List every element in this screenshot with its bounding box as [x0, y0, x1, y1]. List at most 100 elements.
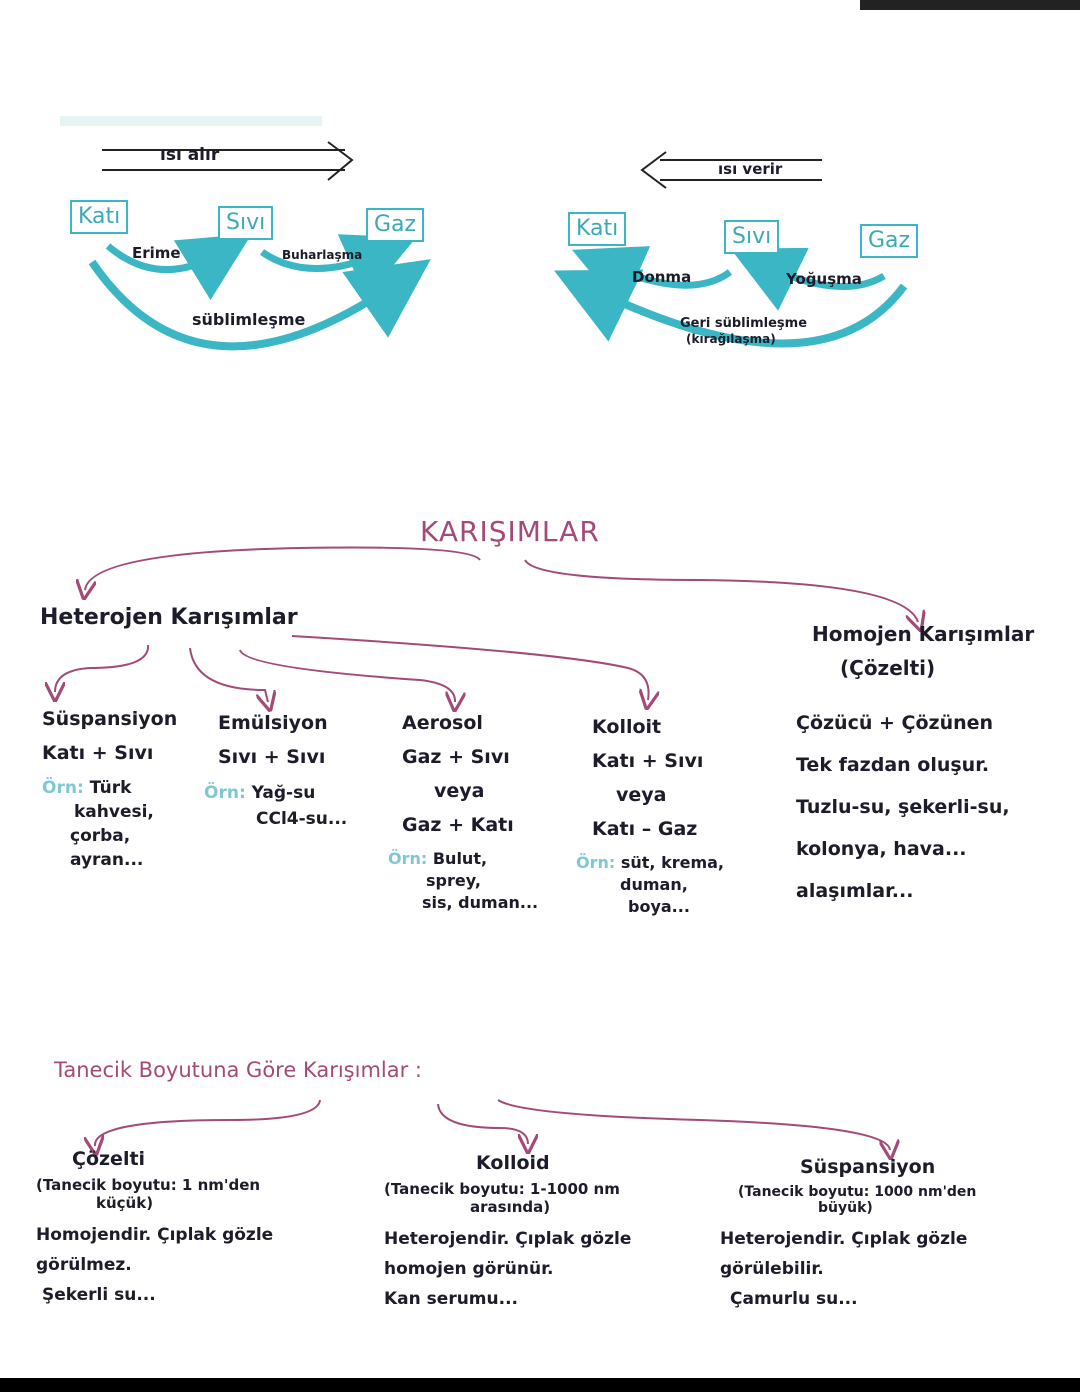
branch-suspension: [55, 644, 150, 692]
column-line: Katı – Gaz: [592, 818, 698, 840]
heat-release-label: ısı verir: [718, 160, 783, 178]
group-line: Heterojendir. Çıplak gözle: [720, 1229, 968, 1249]
example-item: duman,: [620, 875, 688, 894]
homogeneous-line: kolonya, hava...: [796, 838, 967, 860]
column-suspension: Süspansiyon Katı + Sıvı Örn: Türk kahves…: [42, 708, 177, 872]
group-line: homojen görünür.: [384, 1259, 554, 1279]
liquid-box-right: Sıvı: [724, 220, 780, 254]
particle-size-title-text: Tanecik Boyutuna Göre Karışımlar :: [54, 1058, 423, 1082]
column-line: veya: [434, 780, 485, 802]
melting-curve: [105, 233, 252, 301]
example-item: çorba,: [70, 826, 131, 846]
group-line: Şekerli su...: [42, 1285, 156, 1305]
example-label: Örn:: [204, 783, 246, 803]
column-title: Emülsiyon: [218, 712, 328, 734]
example-item: Bulut,: [432, 849, 488, 868]
mixtures-title: KARIŞIMLAR: [420, 515, 600, 548]
branch-to-heterogeneous: [85, 546, 481, 591]
solid-box-right: Katı: [568, 212, 627, 246]
liquid-box-left: Sıvı: [218, 206, 274, 240]
column-title: Kolloit: [592, 716, 662, 738]
column-title: Süspansiyon: [42, 708, 178, 730]
group-size: (Tanecik boyutu: 1-1000 nm: [384, 1180, 620, 1198]
branch-suspension-size: [497, 1099, 890, 1150]
condensation-curve: [730, 247, 886, 311]
column-line: Sıvı + Sıvı: [218, 746, 326, 768]
branch-solution: [95, 1099, 321, 1146]
boiling-label: Buharlaşma: [282, 248, 363, 262]
column-emulsion: Emülsiyon Sıvı + Sıvı Örn: Yağ-su CCl4-s…: [204, 712, 348, 832]
heat-release-arrow: [640, 151, 822, 189]
group-colloid: Kolloid (Tanecik boyutu: 1-1000 nm arası…: [384, 1152, 631, 1314]
example-item: sprey,: [426, 871, 481, 890]
group-title: Kolloid: [476, 1152, 550, 1174]
column-line: Katı + Sıvı: [42, 742, 154, 764]
column-aerosol: Aerosol Gaz + Sıvı veya Gaz + Katı Örn: …: [388, 712, 539, 914]
column-homogeneous: Çözücü + Çözünen Tek fazdan oluşur. Tuzl…: [796, 712, 1010, 914]
deposition-label: Geri süblimleşme: [680, 316, 808, 331]
example-label: Örn:: [576, 853, 616, 872]
gas-box-right: Gaz: [860, 224, 919, 258]
heat-absorb-arrow: [102, 141, 354, 181]
melting-label: Erime: [132, 244, 181, 262]
group-size-2: büyük): [818, 1200, 873, 1216]
group-size-2: küçük): [96, 1194, 154, 1212]
group-title: Çözelti: [72, 1148, 146, 1170]
column-line: Gaz + Katı: [402, 814, 514, 836]
sublimation-curve: [88, 259, 431, 351]
group-title: Süspansiyon: [800, 1156, 936, 1178]
column-title: Aerosol: [402, 712, 483, 734]
solid-box-left: Katı: [70, 200, 129, 234]
column-line: Gaz + Sıvı: [402, 746, 510, 768]
example-item: CCl4-su...: [256, 809, 348, 829]
deposition-alt-label: (kırağılaşma): [686, 332, 776, 346]
example-item: sis, duman...: [422, 893, 539, 912]
example-item: Türk: [89, 778, 132, 798]
freezing-label: Donma: [632, 268, 692, 286]
group-line: Homojendir. Çıplak gözle: [36, 1225, 274, 1245]
group-solution: Çözelti (Tanecik boyutu: 1 nm'den küçük)…: [36, 1148, 273, 1310]
example-label: Örn:: [42, 778, 84, 798]
branch-emulsion: [189, 647, 268, 702]
heterogeneous-title: Heterojen Karışımlar: [40, 605, 298, 630]
branch-colloid: [291, 635, 649, 700]
group-size-2: arasında): [470, 1198, 551, 1216]
group-size: (Tanecik boyutu: 1 nm'den: [36, 1176, 261, 1194]
deposition-curve: [554, 269, 908, 348]
example-label: Örn:: [388, 849, 428, 868]
homogeneous-subtitle: (Çözelti): [840, 656, 936, 680]
group-line: görülebilir.: [720, 1259, 824, 1279]
group-line: Heterojendir. Çıplak gözle: [384, 1229, 632, 1249]
group-size: (Tanecik boyutu: 1000 nm'den: [738, 1184, 977, 1200]
example-item: kahvesi,: [74, 802, 154, 822]
example-item: süt, krema,: [620, 853, 724, 872]
homogeneous-title: Homojen Karışımlar: [812, 622, 1035, 646]
group-suspension: Süspansiyon (Tanecik boyutu: 1000 nm'den…: [720, 1156, 976, 1314]
branch-colloid-size: [437, 1103, 528, 1144]
homogeneous-line: Tek fazdan oluşur.: [796, 754, 990, 776]
highlight-strip: [60, 116, 322, 126]
column-colloid: Kolloit Katı + Sıvı veya Katı – Gaz Örn:…: [576, 716, 724, 918]
group-line: Kan serumu...: [384, 1289, 518, 1309]
group-line: Çamurlu su...: [730, 1289, 858, 1309]
example-item: ayran...: [70, 850, 144, 870]
homogeneous-line: Çözücü + Çözünen: [796, 712, 994, 734]
homogeneous-line: Tuzlu-su, şekerli-su,: [796, 796, 1010, 818]
boiling-curve: [260, 234, 416, 299]
condensation-label: Yoğuşma: [786, 270, 862, 288]
group-line: görülmez.: [36, 1255, 132, 1275]
branch-aerosol: [239, 649, 455, 702]
branch-to-homogeneous: [524, 559, 918, 622]
example-item: Yağ-su: [251, 783, 316, 803]
example-item: boya...: [628, 897, 690, 916]
sublimation-label: süblimleşme: [192, 310, 306, 329]
bottom-edge-bar: [0, 1378, 1080, 1392]
column-line: Katı + Sıvı: [592, 750, 704, 772]
column-line: veya: [616, 784, 667, 806]
heat-absorb-label: ısı alır: [160, 145, 220, 165]
homogeneous-line: alaşımlar...: [796, 880, 914, 902]
gas-box-left: Gaz: [366, 208, 425, 242]
top-edge-mark: [860, 0, 1080, 10]
particle-size-title: Tanecik Boyutuna Göre Karışımlar :: [54, 1058, 422, 1082]
